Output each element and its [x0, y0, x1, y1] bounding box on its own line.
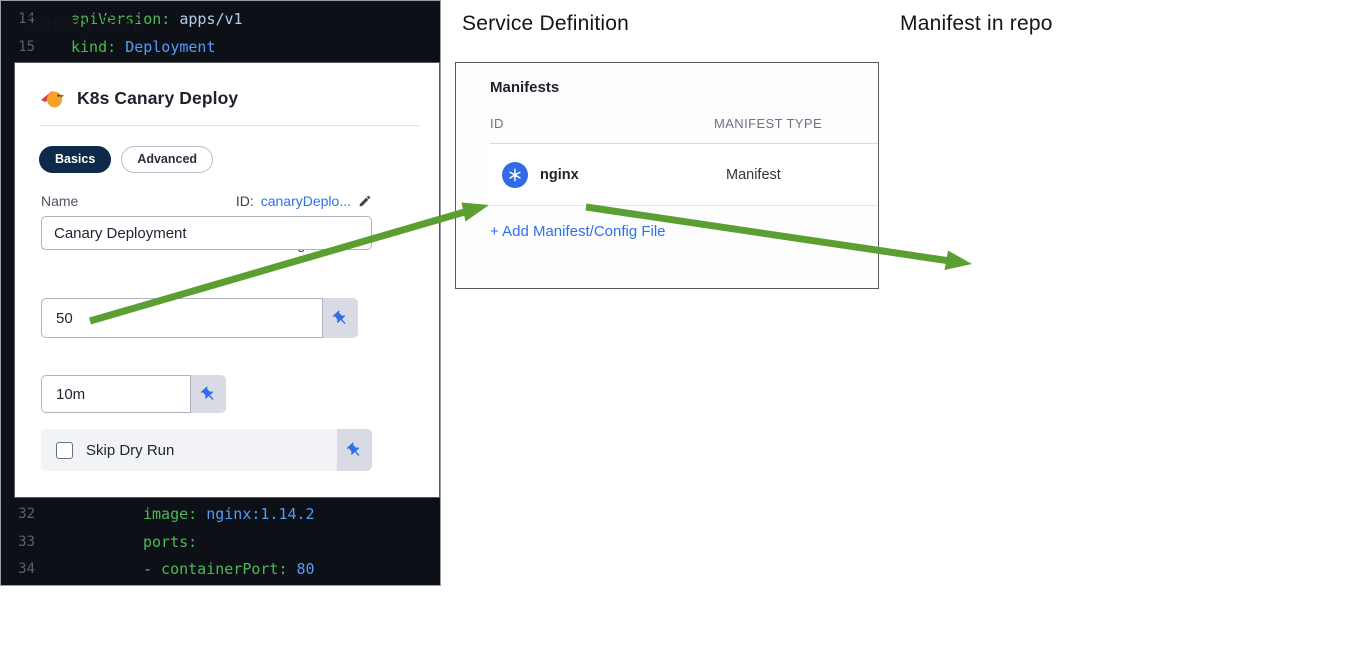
line-number: 33	[18, 533, 35, 550]
timeout-pin-button[interactable]	[191, 375, 226, 413]
code-text: kind: Deployment	[71, 37, 216, 56]
skip-dry-run-pin-button[interactable]	[337, 429, 372, 471]
header-divider	[39, 125, 419, 126]
manifest-row-type: Manifest	[726, 166, 781, 183]
instances-input[interactable]: 50	[41, 298, 323, 338]
table-header-divider	[490, 143, 878, 144]
line-number: 15	[18, 38, 35, 55]
step-title: K8s Canary Deploy	[77, 87, 239, 108]
name-label: Name	[41, 193, 79, 209]
manifest-row-id: nginx	[540, 166, 579, 183]
code-text: apiVersion: apps/v1	[71, 10, 243, 28]
add-manifest-link[interactable]: + Add Manifest/Config File	[490, 223, 666, 240]
skip-dry-run-row: Skip Dry Run	[41, 429, 372, 471]
manifests-title: Manifests	[490, 79, 560, 96]
pencil-icon[interactable]	[358, 194, 372, 208]
code-line: 15 kind: Deployment	[1, 34, 440, 62]
tab-row: Basics Advanced	[15, 126, 439, 173]
service-definition-panel: Manifests ID MANIFEST TYPE nginx Manifest…	[455, 62, 879, 289]
column-heading-manifest-in-repo: Manifest in repo	[900, 12, 1053, 35]
manifest-table-row[interactable]: nginx Manifest	[490, 144, 878, 206]
column-heading-canary-step: Canary Step	[25, 12, 144, 35]
code-line: 32 image: nginx:1.14.2	[1, 501, 440, 529]
code-line: 34 - containerPort: 80	[1, 556, 440, 584]
column-header-manifest-type: MANIFEST TYPE	[714, 116, 823, 131]
line-number: 14	[18, 11, 35, 27]
kubernetes-icon	[502, 161, 528, 188]
canary-step-panel: K8s Canary Deploy Basics Advanced Name I…	[14, 62, 440, 498]
code-text: ports:	[143, 532, 198, 551]
column-heading-service-definition: Service Definition	[462, 12, 630, 35]
instances-pin-button[interactable]	[323, 298, 358, 338]
timeout-input[interactable]: 10m	[41, 375, 191, 413]
line-number: 34	[18, 561, 35, 577]
canary-bird-icon	[39, 87, 65, 109]
skip-dry-run-label: Skip Dry Run	[86, 441, 175, 459]
id-prefix-label: ID:	[235, 193, 254, 209]
step-id-link[interactable]: canaryDeplo...	[260, 193, 351, 209]
skip-dry-run-checkbox[interactable]	[56, 441, 73, 459]
code-text: image: nginx:1.14.2	[143, 505, 315, 523]
code-line: 14 apiVersion: apps/v1	[1, 6, 440, 34]
name-input[interactable]: Canary Deployment	[41, 216, 372, 250]
code-text: - containerPort: 80	[143, 560, 315, 578]
line-number: 32	[18, 506, 35, 522]
tab-basics[interactable]: Basics	[39, 146, 112, 173]
code-line: 33 ports:	[1, 529, 440, 557]
column-header-id: ID	[490, 116, 504, 131]
tab-advanced[interactable]: Advanced	[121, 146, 214, 173]
